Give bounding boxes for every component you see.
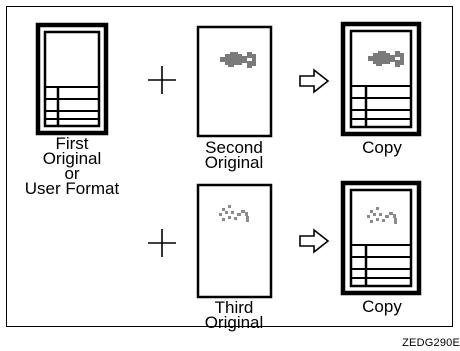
label-first-line4: User Format (24, 179, 120, 198)
fish-icon-copy (368, 51, 404, 67)
label-first-line3: or (64, 164, 80, 183)
flower-icon (219, 205, 249, 222)
label-first-line2: Original (42, 149, 102, 168)
label-copy-bottom: Copy (362, 297, 402, 316)
copy-result-bottom (340, 180, 422, 296)
label-second-line1: Second (205, 138, 263, 157)
label-first-line1: First (55, 134, 89, 153)
label-second-line2: Original (204, 153, 264, 172)
label-first-original: First Original or User Format (18, 134, 126, 198)
plus-icon-top (148, 66, 176, 94)
arrow-right-icon-bottom (299, 228, 330, 254)
label-third-line2: Original (204, 313, 264, 332)
first-original-form (35, 22, 109, 136)
flower-icon-copy (367, 207, 397, 224)
second-original-page (196, 25, 273, 138)
diagram-frame (6, 6, 453, 327)
plus-icon-bottom (148, 229, 176, 257)
label-third-original: Third Original (184, 298, 284, 332)
figure-code: ZEDG290E (402, 337, 460, 349)
copy-result-top (340, 21, 422, 137)
third-original-page (196, 183, 273, 299)
fish-icon (220, 52, 256, 68)
label-copy-top: Copy (362, 138, 402, 157)
label-third-line1: Third (214, 298, 254, 317)
label-second-original: Second Original (184, 138, 284, 172)
arrow-right-icon-top (299, 68, 330, 94)
